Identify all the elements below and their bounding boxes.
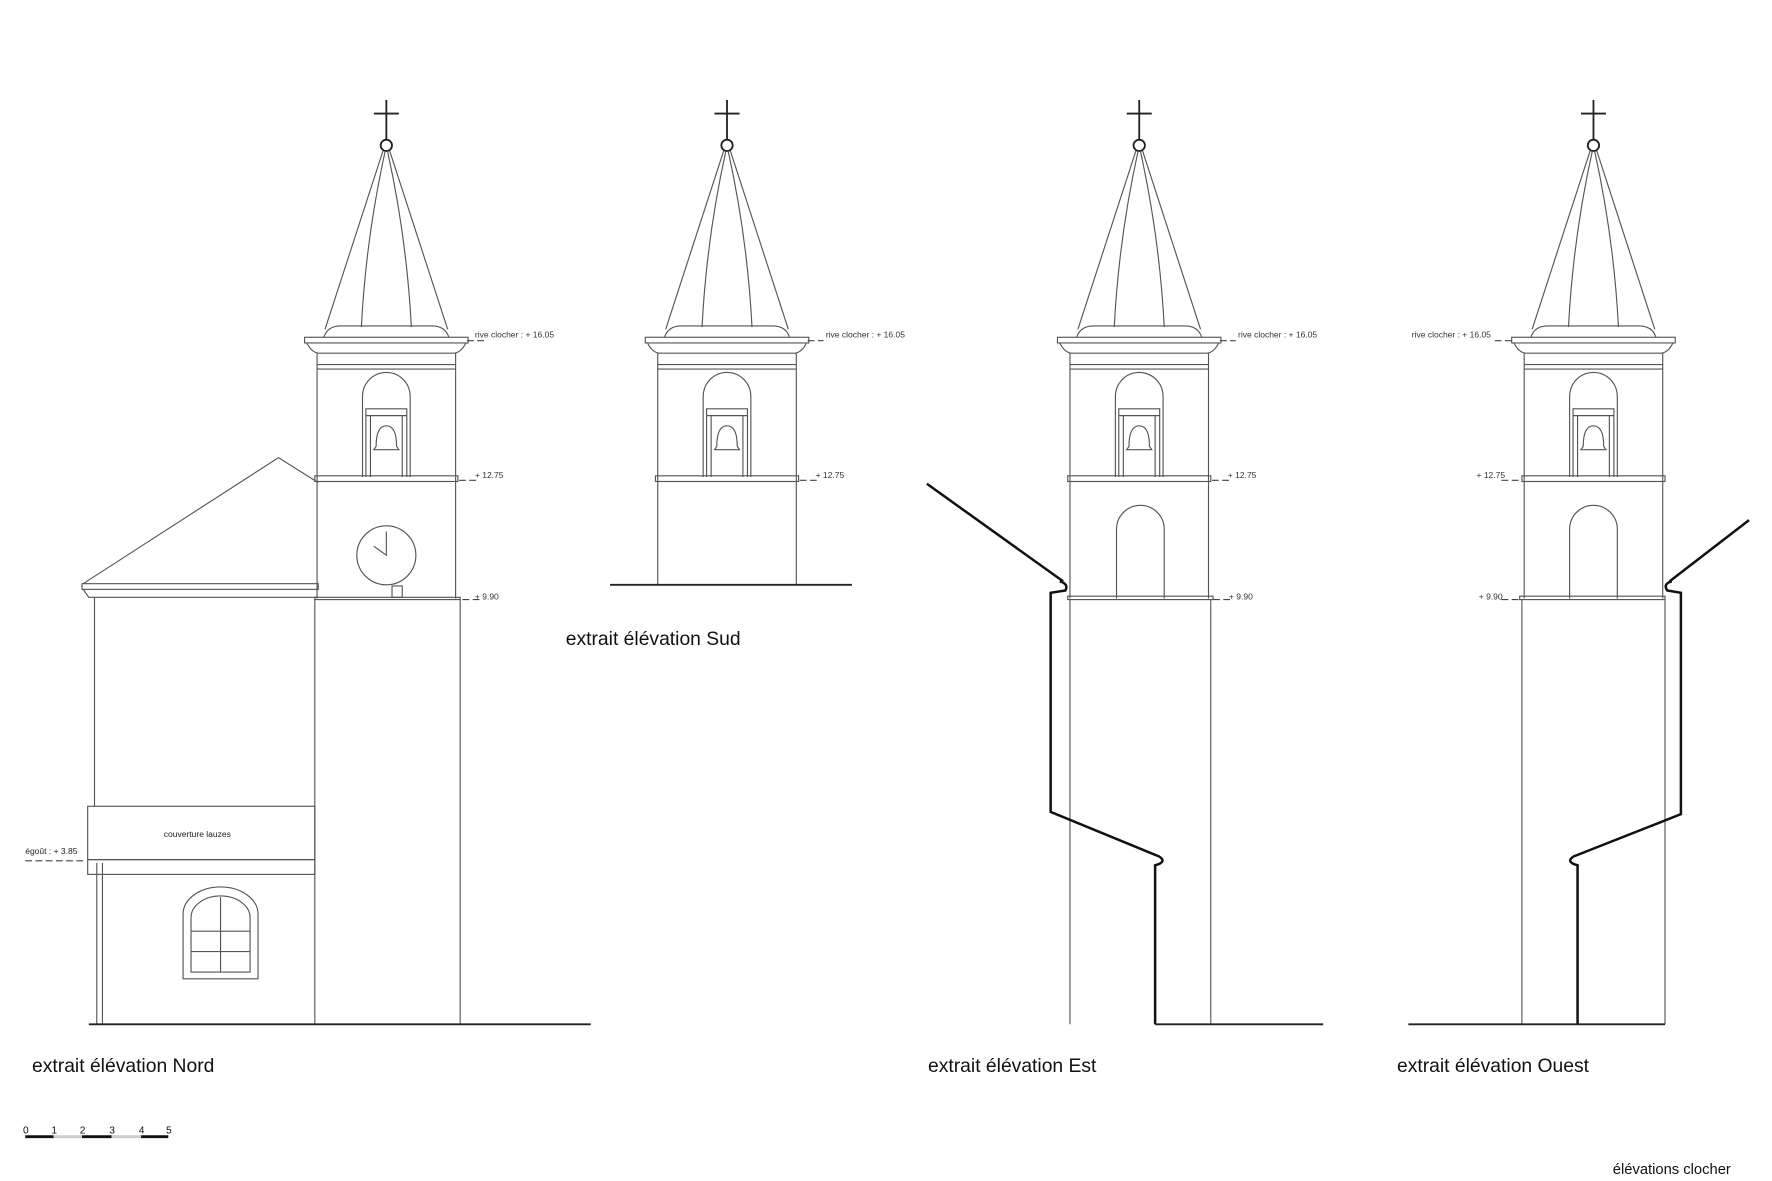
- level-egout: égoût : + 3.85: [25, 846, 77, 856]
- scale-tick: 1: [51, 1125, 57, 1136]
- level-rive-nord: rive clocher : + 16.05: [475, 329, 554, 339]
- scale-tick: 4: [139, 1125, 145, 1136]
- level-990-nord: + 9.90: [475, 592, 499, 602]
- window: [182, 886, 259, 980]
- elevation-sud: rive clocher : + 16.05 + 12.75 extrait é…: [566, 99, 905, 650]
- clock-icon: [356, 525, 417, 586]
- level-1275-est: + 12.75: [1228, 470, 1257, 480]
- title-ouest: extrait élévation Ouest: [1397, 1056, 1590, 1077]
- level-1275-nord: + 12.75: [475, 470, 504, 480]
- belfry-nord: [303, 99, 470, 483]
- elevation-est: rive clocher : + 16.05 + 12.75 + 9.90 ex…: [926, 99, 1324, 1077]
- level-rive-ouest: rive clocher : + 16.05: [1412, 329, 1491, 339]
- level-990-ouest: + 9.90: [1479, 592, 1503, 602]
- level-rive-est: rive clocher : + 16.05: [1238, 329, 1317, 339]
- scale-tick: 0: [23, 1125, 29, 1136]
- title-est: extrait élévation Est: [928, 1056, 1097, 1077]
- level-990-est: + 9.90: [1229, 592, 1253, 602]
- scale-tick: 5: [166, 1125, 172, 1136]
- level-1275-sud: + 12.75: [816, 470, 845, 480]
- belfry-ouest: [1510, 99, 1677, 483]
- title-sud: extrait élévation Sud: [566, 629, 741, 650]
- drawing-title: élévations clocher: [1613, 1162, 1731, 1178]
- scale-tick: 3: [109, 1125, 115, 1136]
- level-1275-ouest: + 12.75: [1477, 470, 1506, 480]
- level-rive-sud: rive clocher : + 16.05: [826, 329, 905, 339]
- title-nord: extrait élévation Nord: [32, 1056, 214, 1077]
- elevation-ouest: rive clocher : + 16.05 + 12.75 + 9.90 ex…: [1397, 99, 1750, 1077]
- belfry-est: [1056, 99, 1222, 483]
- belfry-sud: [644, 99, 810, 483]
- scale-tick: 2: [80, 1125, 86, 1136]
- church-roof: [82, 456, 319, 585]
- elevation-nord: couverture lauzes égoût : + 3.85 rive cl…: [25, 99, 591, 1077]
- couverture-label: couverture lauzes: [164, 829, 231, 839]
- scale-bar: 0 1 2 3 4 5: [23, 1125, 172, 1139]
